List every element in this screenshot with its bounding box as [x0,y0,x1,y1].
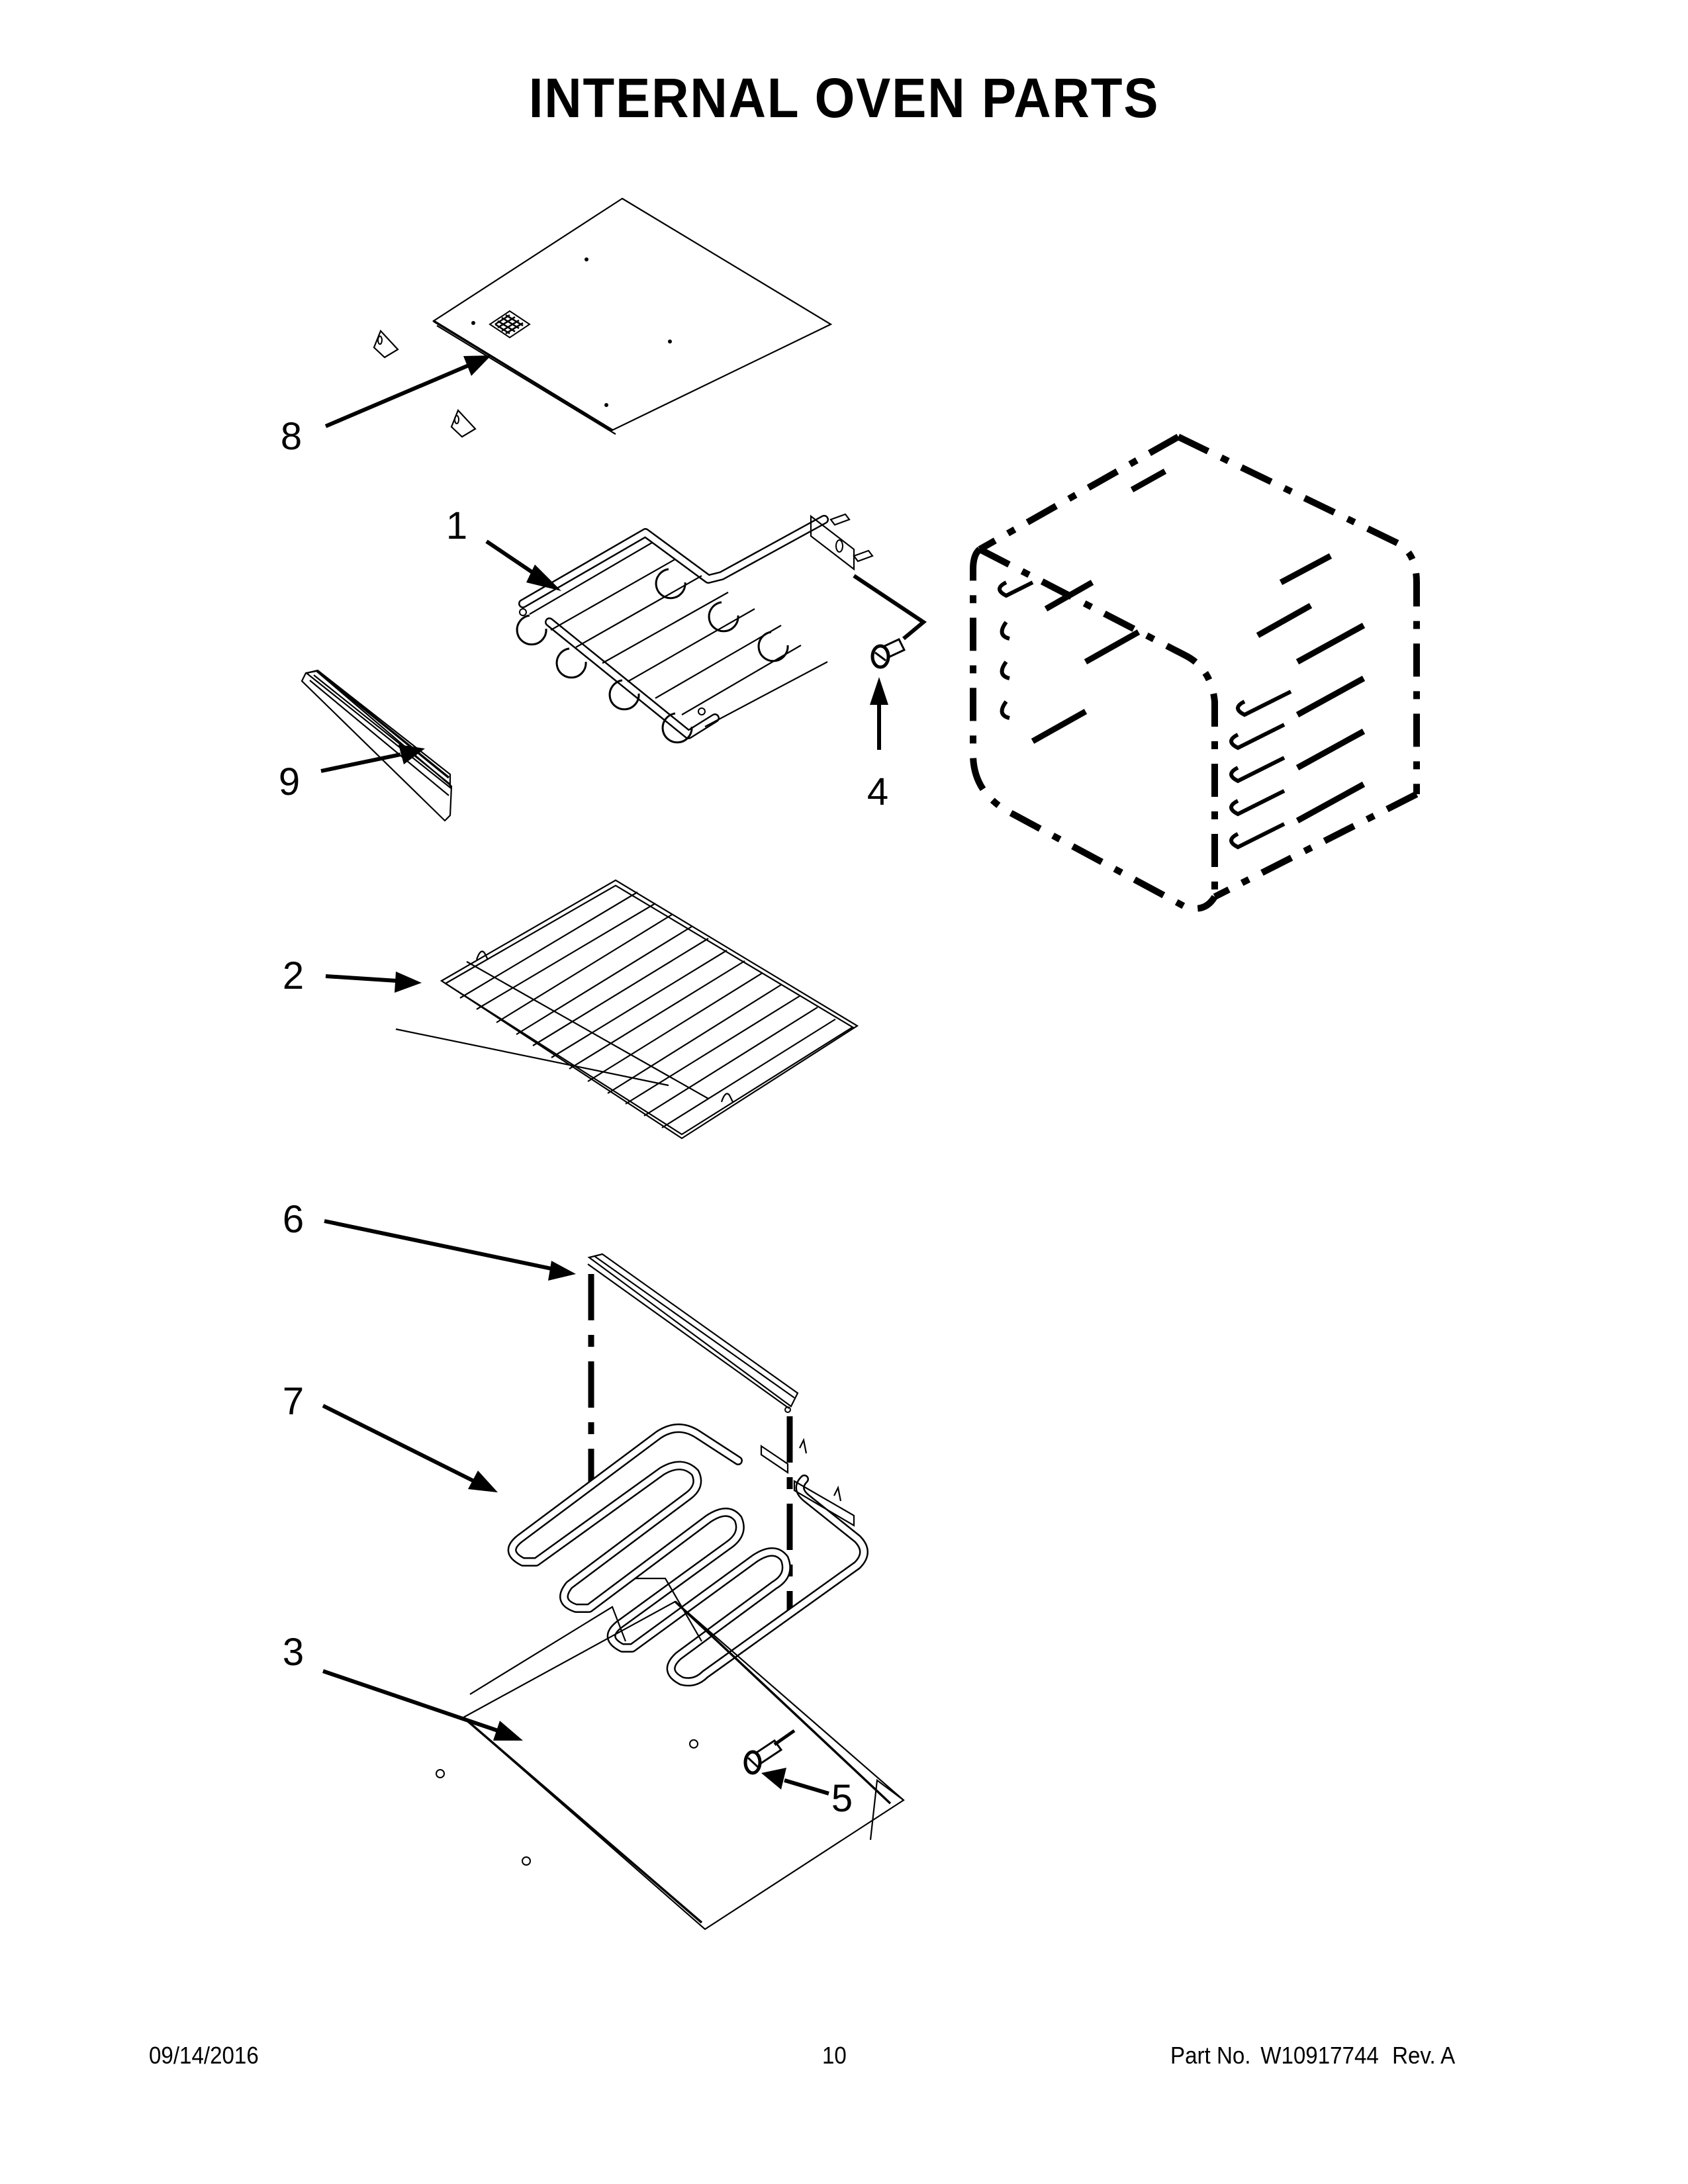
footer-date: 09/14/2016 [149,2042,259,2069]
callout-3: 3 [282,1631,305,1674]
oven-cavity [970,433,1420,912]
part-6-element-bracket [587,1253,799,1413]
part-no-value: W10917744 [1260,2042,1379,2069]
part-4-screw [870,638,906,669]
part-5-screw [743,1729,796,1775]
part-7-bake-element [507,1424,868,1687]
part-2-oven-rack [395,879,859,1140]
page-title: INTERNAL OVEN PARTS [528,67,1160,129]
part-no-label: Part No. [1170,2042,1251,2069]
callout-2: 2 [282,954,305,997]
callout-5: 5 [831,1777,853,1820]
part-9-front-trim [301,669,453,822]
leader-arrows [320,355,888,1796]
callout-7: 7 [282,1380,305,1423]
revision: Rev. A [1392,2042,1456,2069]
part-3-bottom-panel [436,1577,905,1931]
part-1-broil-element [516,513,927,744]
callout-4: 4 [867,770,889,813]
callout-9: 9 [278,760,301,803]
footer-page-number: 10 [822,2042,847,2069]
callout-6: 6 [282,1198,305,1241]
footer-part-number: Part No. W10917744 Rev. A [1170,2042,1455,2070]
vent-grid-icon [489,310,531,339]
part-8-top-panel [373,197,833,438]
callout-8: 8 [280,415,303,458]
callout-1: 1 [445,504,468,547]
